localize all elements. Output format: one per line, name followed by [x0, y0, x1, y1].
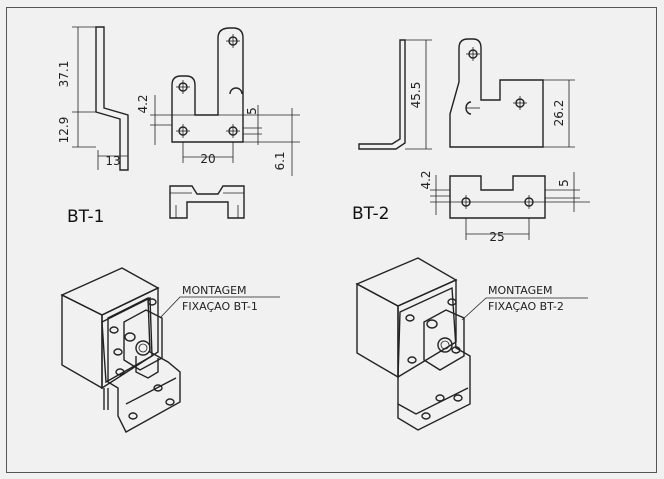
- bt1-dim-thickness: 6.1: [273, 151, 287, 170]
- bt1-label: BT-1: [67, 207, 104, 227]
- bt1-note-line2: FIXAÇAO BT-1: [182, 300, 258, 313]
- bt1-bottom-view: [169, 185, 245, 219]
- bt1-dim-height-bottom: 12.9: [57, 117, 71, 144]
- bt2-dim-height: 45.5: [409, 82, 423, 109]
- bt1-front-view: [150, 27, 300, 176]
- bt2-note-line2: FIXAÇAO BT-2: [488, 300, 564, 313]
- bt1-assembly-iso: [60, 267, 280, 433]
- bt2-side-profile: [358, 39, 432, 150]
- bt1-dim-width-holes: 20: [200, 152, 215, 166]
- bt2-assembly-iso: [355, 257, 588, 431]
- bt1-front-holes: [176, 34, 240, 138]
- bt1-dim-slot: 5: [245, 107, 259, 115]
- bt1-note-line1: MONTAGEM: [182, 284, 247, 297]
- bt2-front-view: [449, 38, 575, 148]
- bt2-dim-width-holes: 25: [489, 230, 504, 244]
- bt2-label: BT-2: [352, 204, 389, 224]
- bt1-side-profile: [72, 26, 129, 171]
- bt2-bottom-view: [430, 172, 590, 240]
- bt2-dim-side-height: 26.2: [552, 100, 566, 127]
- bt2-note-line1: MONTAGEM: [488, 284, 553, 297]
- drawing-frame: [6, 7, 657, 473]
- bt1-dim-width-side: 13: [105, 154, 120, 168]
- bt1-dim-hole-offset: 4.2: [136, 94, 150, 113]
- bt2-dim-hole-offset: 4.2: [419, 170, 433, 189]
- bt1-dim-height-top: 37.1: [57, 61, 71, 88]
- bt2-dim-slot: 5: [557, 179, 571, 187]
